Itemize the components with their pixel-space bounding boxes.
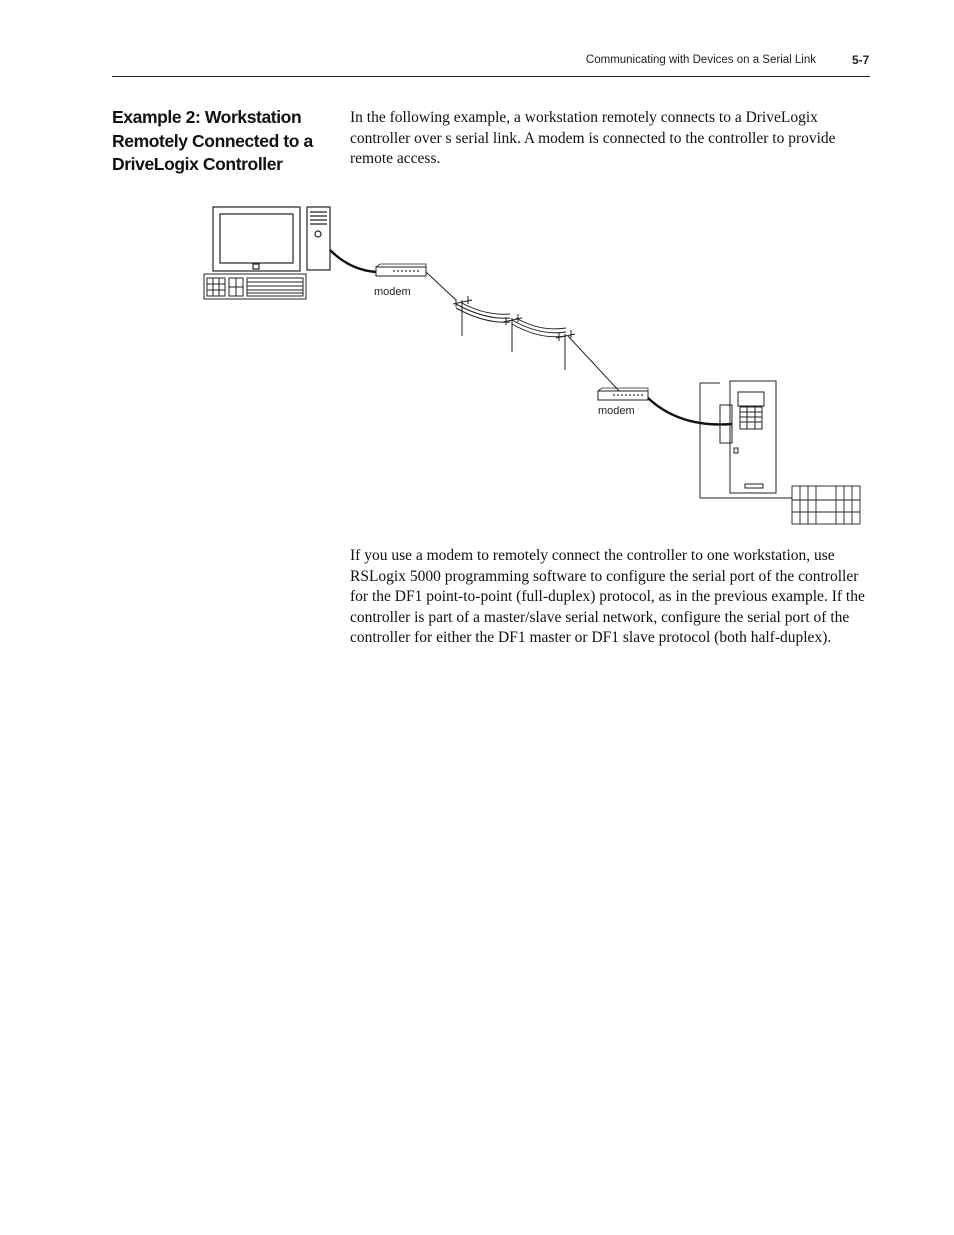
modem-controller-cable [647, 397, 733, 426]
workstation-monitor [212, 206, 301, 272]
intro-paragraph: In the following example, a workstation … [350, 109, 836, 167]
utility-pole-3 [555, 330, 576, 370]
utility-pole-1 [452, 296, 473, 336]
utility-pole-2 [502, 314, 523, 352]
modem-1 [375, 263, 427, 277]
page-number: 5-7 [852, 53, 870, 67]
modem-label-2: modem [598, 405, 635, 417]
modem-2 [597, 387, 649, 401]
modem-label-1: modem [374, 286, 411, 298]
telephone-line [425, 271, 621, 393]
section-heading: Example 2: Workstation Remotely Connecte… [112, 107, 313, 174]
workstation-tower [306, 206, 331, 271]
io-modules [791, 485, 861, 525]
workstation-keyboard [203, 273, 307, 300]
workstation-modem-cable [329, 249, 377, 274]
network-diagram: modem modem [203, 206, 861, 525]
header-divider [112, 76, 870, 77]
drivelogix-controller [699, 380, 792, 499]
running-header-title: Communicating with Devices on a Serial L… [585, 54, 816, 66]
body-paragraph: If you use a modem to remotely connect t… [350, 547, 865, 646]
